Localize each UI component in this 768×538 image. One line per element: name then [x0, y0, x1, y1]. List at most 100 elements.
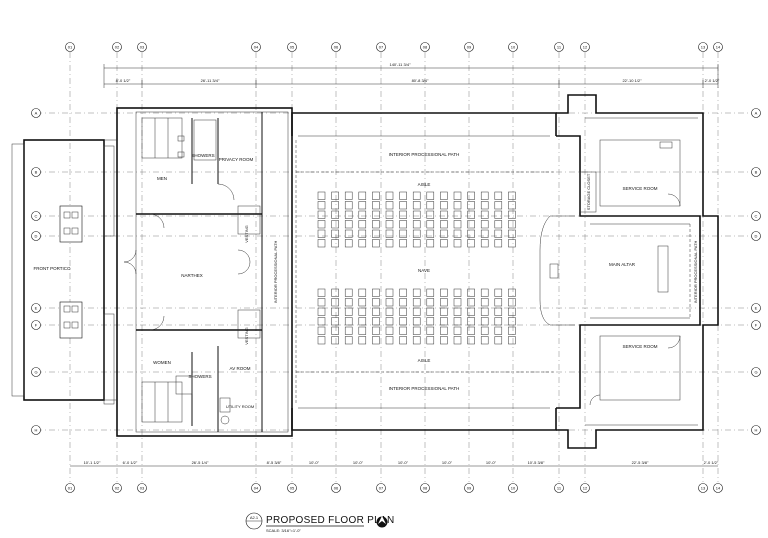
pew [494, 210, 503, 219]
pew [331, 336, 339, 345]
pew [426, 326, 435, 335]
pew [385, 229, 394, 238]
label-vesting-bottom: VESTING [244, 327, 249, 345]
dim-bottom-6: 10'-0" [353, 460, 364, 465]
pew [480, 326, 489, 335]
grid-bubble-right-F: F [751, 320, 761, 330]
pew [440, 307, 448, 316]
pew [480, 229, 489, 238]
label-privacy-room: PRIVACY ROOM [219, 157, 254, 162]
pew [344, 288, 353, 297]
label-front-portico: FRONT PORTICO [33, 266, 71, 271]
pew [467, 239, 475, 248]
pew [508, 317, 516, 326]
grid-bubble-right-H: H [751, 425, 761, 435]
pew [331, 201, 339, 210]
pew [331, 229, 339, 238]
pew [385, 220, 394, 229]
label-showers-top: SHOWERS [191, 153, 214, 158]
pew [372, 229, 380, 238]
svg-text:G: G [34, 370, 37, 375]
pew [440, 191, 448, 200]
pew [331, 326, 339, 335]
pew [331, 210, 339, 219]
pew [399, 298, 407, 307]
grid-bubble-left-E: E [31, 303, 41, 313]
pew [399, 288, 407, 297]
label-interior-path-bottom: INTERIOR PROCESSIONAL PATH [389, 386, 460, 391]
grid-bubble-left-A: A [31, 108, 41, 118]
dim-bottom-8: 10'-0" [442, 460, 453, 465]
pew [440, 239, 448, 248]
svg-text:13: 13 [701, 45, 706, 50]
grid-lines-vertical [69, 52, 719, 482]
pew [508, 298, 516, 307]
svg-text:03: 03 [140, 45, 145, 50]
pew [426, 191, 435, 200]
svg-text:A: A [35, 111, 38, 116]
pew [426, 229, 435, 238]
title-block: A2.1 PROPOSED FLOOR PLAN SCALE: 3/16"=1'… [245, 512, 394, 533]
svg-text:E: E [755, 306, 758, 311]
pew [385, 298, 394, 307]
pew [399, 317, 407, 326]
grid-bubble-bottom-10: 10 [508, 483, 518, 493]
svg-text:08: 08 [423, 45, 428, 50]
pew [440, 298, 448, 307]
pew [453, 229, 462, 238]
pew [358, 336, 367, 345]
label-av-room: AV ROOM [230, 366, 251, 371]
pew [453, 239, 462, 248]
grid-bubble-bottom-09: 09 [464, 483, 474, 493]
pew [508, 201, 516, 210]
north-arrow-icon [376, 516, 388, 528]
grid-bubble-bottom-06: 06 [331, 483, 341, 493]
pew [467, 336, 475, 345]
label-service-room-bottom: SERVICE ROOM [623, 344, 658, 349]
pew [440, 336, 448, 345]
grid-bubble-right-A: A [751, 108, 761, 118]
svg-text:11: 11 [557, 486, 562, 491]
grid-bubble-left-C: C [31, 211, 41, 221]
pew [317, 229, 326, 238]
pew [508, 326, 516, 335]
svg-text:03: 03 [140, 486, 145, 491]
pew [385, 307, 394, 316]
pew [440, 317, 448, 326]
pew [399, 210, 407, 219]
pew [440, 201, 448, 210]
svg-text:04: 04 [254, 486, 259, 491]
label-narthex: NARTHEX [181, 273, 202, 278]
grid-bubble-left-F: F [31, 320, 41, 330]
pew [480, 336, 489, 345]
pew [331, 298, 339, 307]
svg-text:G: G [754, 370, 757, 375]
pew [440, 220, 448, 229]
pew [480, 307, 489, 316]
pew [453, 288, 462, 297]
pew [480, 210, 489, 219]
pew [453, 191, 462, 200]
svg-text:H: H [35, 428, 38, 433]
pew [372, 326, 380, 335]
label-aisle-bottom: AISLE [418, 358, 431, 363]
grid-bubble-left-B: B [31, 167, 41, 177]
svg-text:F: F [755, 323, 758, 328]
label-service-room-top: SERVICE ROOM [623, 186, 658, 191]
grid-bubble-bottom-03: 03 [137, 483, 147, 493]
pew [344, 298, 353, 307]
dim-bottom-12: 2'-0 1/2" [704, 460, 719, 465]
svg-text:D: D [755, 234, 758, 239]
pew [317, 317, 326, 326]
dim-right-a: 22'-10 1/2" [622, 78, 642, 83]
grid-bubble-bottom-04: 04 [251, 483, 261, 493]
pew [317, 220, 326, 229]
pew [372, 307, 380, 316]
drawing-scale: SCALE: 3/16"=1'-0" [266, 528, 301, 533]
svg-text:A: A [755, 111, 758, 116]
label-storage: STORAGE CLOSET [586, 173, 591, 210]
grid-bubble-left-D: D [31, 231, 41, 241]
pew [385, 239, 394, 248]
pew [412, 288, 421, 297]
